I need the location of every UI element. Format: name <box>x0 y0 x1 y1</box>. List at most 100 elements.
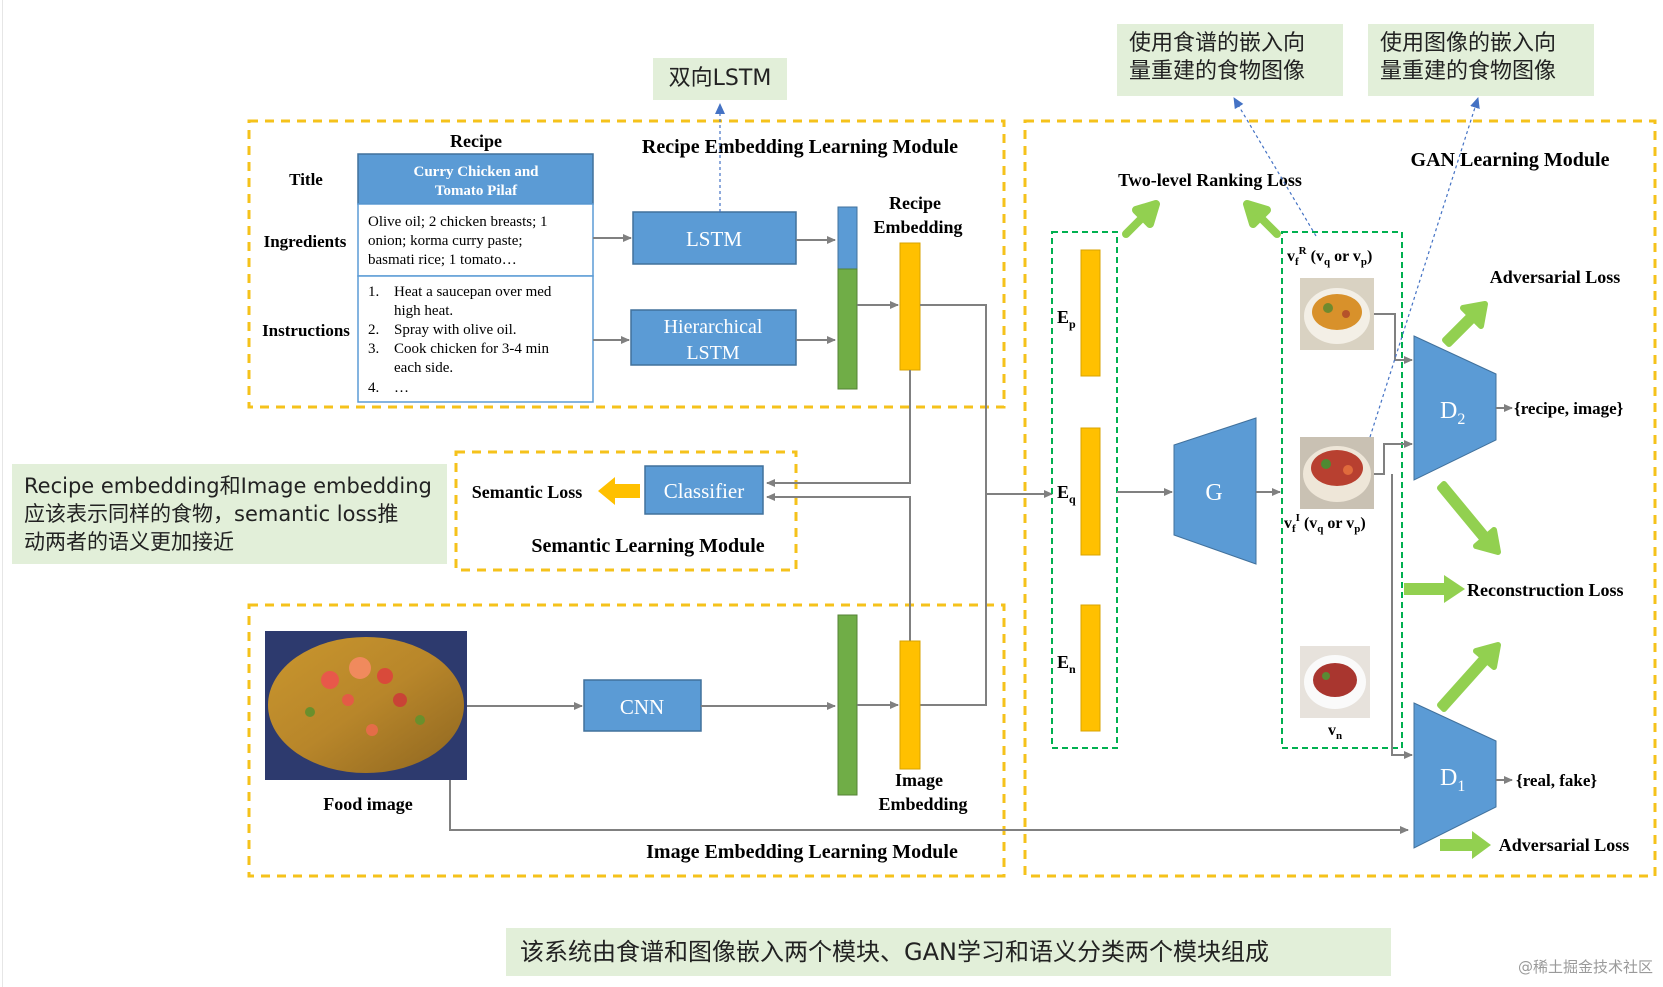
recipe-title-line1: Curry Chicken and <box>413 164 539 180</box>
d2-sub: 2 <box>1457 411 1465 428</box>
ep-main: E <box>1057 307 1069 327</box>
pointer-recipe-recon-note <box>1233 97 1317 237</box>
adversarial-loss-top: Adversarial Loss <box>1490 267 1621 287</box>
note-bilstm-text: 双向LSTM <box>668 66 772 91</box>
ingredients-line1: Olive oil; 2 chicken breasts; 1 <box>368 214 548 230</box>
connector-vfi-to-d2 <box>1374 440 1413 475</box>
step4-num: 4. <box>368 380 379 396</box>
real-food-image <box>1300 646 1370 718</box>
recon-arrow-diagonal <box>1437 481 1501 555</box>
ingredients-line2: onion; korma curry paste; <box>368 233 523 249</box>
image-group-box <box>1281 231 1403 749</box>
caption-bar: 该系统由食谱和图像嵌入两个模块、GAN学习和语义分类两个模块组成 <box>506 928 1391 976</box>
connector-food-image-to-d1 <box>449 780 1409 834</box>
title-row-label: Title <box>289 170 323 189</box>
note-semantic-explanation: Recipe embedding和Image embedding 应该表示同样的… <box>12 464 447 564</box>
classifier-block <box>644 465 764 515</box>
embedding-group-box <box>1051 231 1118 749</box>
vn-main: v <box>1328 722 1336 739</box>
step4-line1: … <box>394 380 409 396</box>
lstm-label: LSTM <box>686 227 742 251</box>
en-main: E <box>1057 652 1069 672</box>
connector-image-emb-to-gan <box>920 494 987 706</box>
step3-num: 3. <box>368 341 379 357</box>
ingredients-row-label: Ingredients <box>264 232 347 251</box>
vn-label: vn <box>1328 722 1342 742</box>
eq-bar <box>1080 427 1101 556</box>
semantic-loss-arrow <box>598 477 640 505</box>
d1-label: D1 <box>1440 765 1465 795</box>
discriminator-d2-shape <box>1413 335 1497 481</box>
eq-sub: q <box>1069 492 1076 506</box>
ep-sub: p <box>1069 317 1076 331</box>
reconstruction-loss-label: Reconstruction Loss <box>1467 580 1624 600</box>
note-image-recon-line1: 使用图像的嵌入向 <box>1380 31 1557 56</box>
food-image <box>265 631 467 780</box>
vfr-sub: f <box>1295 256 1299 268</box>
image-concat-green-bar <box>837 614 858 796</box>
hlstm-line2: LSTM <box>686 342 740 364</box>
recipe-module-title: Recipe Embedding Learning Module <box>642 136 958 158</box>
cnn-label: CNN <box>620 695 664 719</box>
ingredients-line3: basmati rice; 1 tomato… <box>368 252 517 268</box>
hierarchical-lstm-block <box>630 309 797 366</box>
vfr-or: or v <box>1330 248 1361 265</box>
connector-recipe-emb-to-gan <box>920 304 1053 498</box>
pointer-image-recon-note <box>1369 97 1480 438</box>
note-recipe-reconstruction: 使用食谱的嵌入向 量重建的食物图像 <box>1117 24 1343 96</box>
note-image-recon-line2: 量重建的食物图像 <box>1380 59 1557 84</box>
eq-main: E <box>1057 482 1069 502</box>
step2-num: 2. <box>368 322 379 338</box>
step1-num: 1. <box>368 284 379 300</box>
recipe-embedding-line1: Recipe <box>889 193 941 213</box>
ranking-arrow-right <box>1243 200 1281 238</box>
image-embedding-bar <box>899 640 921 770</box>
discriminator-d1-shape <box>1413 702 1497 849</box>
adv-loss-top-arrow <box>1442 301 1488 347</box>
image-module-title: Image Embedding Learning Module <box>646 841 958 863</box>
semantic-module-box <box>454 450 798 572</box>
en-label: En <box>1057 652 1076 676</box>
vfr-main: v <box>1287 248 1295 265</box>
vn-sub: n <box>1336 730 1342 742</box>
semantic-loss-label: Semantic Loss <box>472 482 583 502</box>
connector-image-emb-to-classifier <box>766 493 911 641</box>
vfi-label: vfI (vq or vp) <box>1284 512 1366 535</box>
vfr-close: ) <box>1367 248 1372 265</box>
connector-vfr-to-d2 <box>1374 313 1413 364</box>
recipe-image-output: {recipe, image} <box>1514 399 1624 418</box>
vfi-sub: f <box>1292 523 1296 535</box>
adv-loss-bottom-arrow <box>1440 831 1491 859</box>
recon-arrow-horizontal <box>1404 575 1465 603</box>
vfi-close: ) <box>1360 515 1365 532</box>
image-embedding-line2: Embedding <box>878 794 967 814</box>
connector-images-to-d1 <box>1391 474 1413 759</box>
watermark: @稀土掘金技术社区 <box>1517 958 1653 976</box>
food-image-label: Food image <box>323 794 413 814</box>
note-bilstm: 双向LSTM <box>653 58 787 100</box>
adv-loss-bottom-diagonal <box>1437 642 1501 712</box>
d1-main: D <box>1440 765 1457 791</box>
vfi-main: v <box>1284 515 1292 532</box>
generated-food-image-recipe <box>1300 278 1374 350</box>
vfr-rest: (v <box>1307 248 1324 265</box>
step1-line2: high heat. <box>394 303 453 319</box>
generated-food-image-image <box>1300 437 1374 509</box>
note-semantic-line3: 动两者的语义更加接近 <box>24 530 234 554</box>
ep-bar <box>1080 249 1101 377</box>
gan-module-box <box>1023 119 1657 878</box>
two-level-ranking-loss-label: Two-level Ranking Loss <box>1118 170 1302 190</box>
semantic-module-title: Semantic Learning Module <box>531 535 764 557</box>
left-edge-line <box>2 0 3 987</box>
vfr-label: vfR (vq or vp) <box>1287 245 1372 268</box>
note-recipe-recon-line1: 使用食谱的嵌入向 <box>1129 31 1306 56</box>
vfr-p: p <box>1361 256 1367 268</box>
recipe-header: Recipe <box>450 131 502 151</box>
en-bar <box>1080 604 1101 732</box>
vfi-rest: (v <box>1300 515 1317 532</box>
step3-line2: each side. <box>394 360 453 376</box>
step2-line1: Spray with olive oil. <box>394 322 517 338</box>
note-semantic-line2: 应该表示同样的食物，semantic loss推 <box>24 502 399 526</box>
hlstm-line1: Hierarchical <box>664 316 763 338</box>
